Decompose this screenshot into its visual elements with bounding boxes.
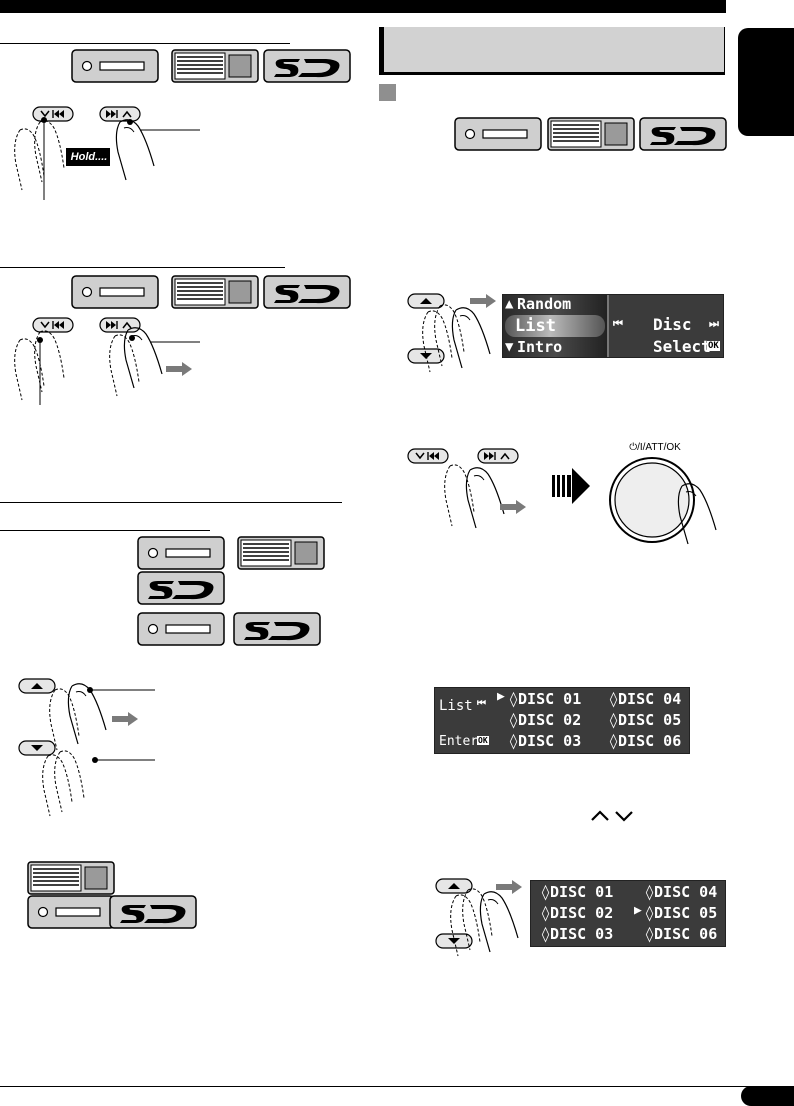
ghost-finger-icon [49, 688, 80, 751]
key-down-skip-icon [407, 448, 449, 464]
menu-right-line2: Select [653, 337, 711, 356]
sd-logo-icon [639, 117, 727, 151]
list-item: ◊DISC 02 [509, 711, 582, 729]
arrow-right-icon [552, 468, 590, 504]
cd-changer-icon [171, 275, 259, 309]
chevron-down-icon [615, 811, 633, 822]
disc-column-1: ◊DISC 01 ◊DISC 02 ◊DISC 03 [509, 689, 581, 752]
finger-press-icon [479, 891, 519, 953]
arrow-right-icon [496, 880, 522, 894]
ok-tag: OK [707, 341, 720, 351]
arrow-right-icon [166, 362, 192, 376]
cd-changer-icon [171, 49, 259, 83]
key-up-icon [18, 678, 56, 694]
cd-slot-icon [71, 275, 159, 309]
ghost-finger-icon [14, 128, 45, 191]
cd-changer-icon [547, 117, 635, 151]
section-rule-4 [0, 530, 210, 531]
disc-column-2: ◊DISC 04 ◊DISC 05 ◊DISC 06 [645, 882, 717, 945]
page-number-badge [741, 1086, 794, 1106]
enter-label: Enter [439, 734, 479, 749]
key-up-icon [435, 878, 473, 894]
key-up-skip-icon [477, 448, 519, 464]
cd-slot-icon [454, 117, 542, 151]
step-marker [379, 84, 396, 101]
menu-up-arrow-icon: ▲ [505, 296, 514, 312]
key-down-icon [18, 740, 56, 756]
sd-logo-icon [233, 612, 321, 646]
arrow-right-icon [112, 712, 138, 726]
list-item: ◊DISC 03 [509, 732, 582, 750]
menu-down-arrow-icon: ▼ [505, 339, 514, 355]
finger-press-icon [115, 119, 155, 181]
finger-press-icon [451, 307, 491, 369]
list-item: ◊DISC 05 [609, 711, 682, 729]
menu-item-down: Intro [517, 338, 563, 356]
menu-right-line1: Disc [653, 315, 692, 334]
finger-press-icon [465, 467, 505, 529]
list-item: ◊DISC 04 [645, 883, 718, 901]
cd-slot-icon [71, 49, 159, 83]
ok-tag: OK [477, 736, 489, 745]
list-item: ◊DISC 06 [645, 925, 718, 943]
cd-slot-icon [137, 536, 225, 570]
menu-item-current: List [515, 316, 556, 336]
sd-logo-icon [109, 895, 197, 929]
cd-changer-icon [27, 861, 115, 895]
sd-logo-icon [263, 275, 351, 309]
key-up-skip-icon [99, 317, 141, 333]
key-up-skip-icon [99, 106, 141, 122]
key-down-skip-icon [32, 106, 74, 122]
menu-display: ▲ Random List ▼ Intro ⏮ Disc ⏭ Select OK [502, 294, 724, 358]
skip-icon: ⏮ [477, 698, 486, 709]
section-rule-1 [0, 43, 290, 44]
chevron-up-icon [591, 810, 609, 821]
list-item: ◊DISC 05 [645, 904, 718, 922]
top-bar [0, 0, 726, 13]
list-item: ◊DISC 03 [541, 925, 614, 943]
list-label: List [439, 698, 473, 714]
arrow-right-icon [470, 294, 496, 308]
disc-column-1: ◊DISC 01 ◊DISC 02 ◊DISC 03 [541, 882, 613, 945]
sd-logo-icon [137, 571, 225, 605]
key-down-skip-icon [32, 317, 74, 333]
knob-icon [609, 457, 695, 543]
cd-slot-icon [137, 612, 225, 646]
disc-list-display-2: ◊DISC 01 ◊DISC 02 ◊DISC 03 ▶ ◊DISC 04 ◊D… [530, 880, 726, 947]
ghost-finger-icon [444, 464, 475, 527]
prev-skip-icon: ⏮ [613, 317, 623, 330]
selection-cursor-icon: ▶ [497, 689, 505, 704]
list-item: ◊DISC 02 [541, 904, 614, 922]
language-tab [738, 28, 794, 136]
hold-badge [66, 148, 110, 166]
cd-changer-icon [237, 536, 325, 570]
section-heading-box [379, 27, 725, 75]
disc-column-2: ◊DISC 04 ◊DISC 05 ◊DISC 06 [609, 689, 681, 752]
list-item: ◊DISC 01 [509, 690, 582, 708]
list-item: ◊DISC 06 [609, 732, 682, 750]
section-rule-2 [0, 267, 285, 268]
next-skip-icon: ⏭ [709, 317, 719, 330]
key-up-icon [407, 293, 445, 309]
finger-press-icon [67, 683, 107, 745]
selection-cursor-icon: ▶ [634, 903, 642, 918]
knob-label: ⏻/I/ATT/OK [629, 442, 681, 453]
hold-label: Hold.... [70, 151, 108, 163]
menu-item-up: Random [517, 295, 572, 313]
ghost-finger-icon [54, 750, 85, 813]
section-rule-3 [0, 502, 342, 503]
cd-slot-icon [27, 895, 115, 929]
disc-list-display: List Enter OK ⏮ ▶ ◊DISC 01 ◊DISC 02 ◊DIS… [434, 687, 690, 754]
list-item: ◊DISC 04 [609, 690, 682, 708]
ghost-finger-icon [34, 120, 65, 183]
sd-logo-icon [263, 49, 351, 83]
ghost-finger-icon [42, 754, 73, 817]
list-item: ◊DISC 01 [541, 883, 614, 901]
bottom-rule [0, 1086, 794, 1087]
